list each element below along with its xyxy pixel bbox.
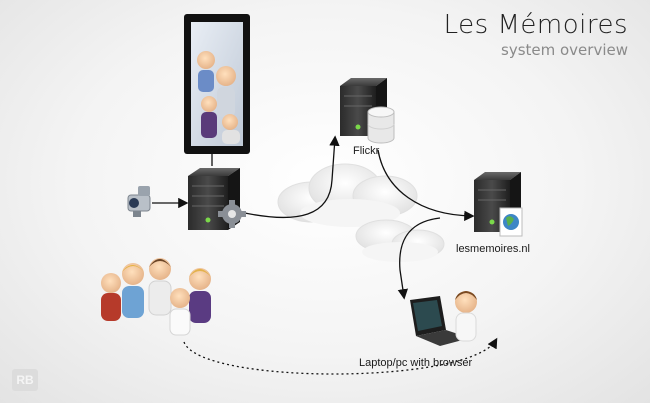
database-icon (367, 106, 395, 144)
arrow-server-to-flickr (239, 135, 340, 219)
person-icon (455, 291, 477, 342)
arrow-flickr-to-site (377, 149, 475, 222)
diagram-title-block: Les Mémoires system overview (444, 10, 628, 59)
globe-document-icon (499, 207, 523, 237)
diagram-title: Les Mémoires (443, 10, 628, 40)
laptop-icon (410, 296, 470, 346)
gear-icon (218, 200, 246, 228)
arrow-site-to-laptop (397, 217, 441, 300)
laptop-label: Laptop/pc with browser (359, 357, 473, 369)
diagram-subtitle: system overview (501, 41, 628, 59)
camcorder-icon (127, 186, 151, 217)
display-screen-icon (184, 14, 250, 154)
flickr-label: Flickr (353, 145, 380, 157)
connections (152, 135, 498, 375)
watermark-logo: RB (12, 369, 38, 391)
site-label: lesmemoires.nl (456, 243, 530, 255)
cloud-icon (277, 163, 445, 262)
people-group-icon (101, 258, 211, 336)
